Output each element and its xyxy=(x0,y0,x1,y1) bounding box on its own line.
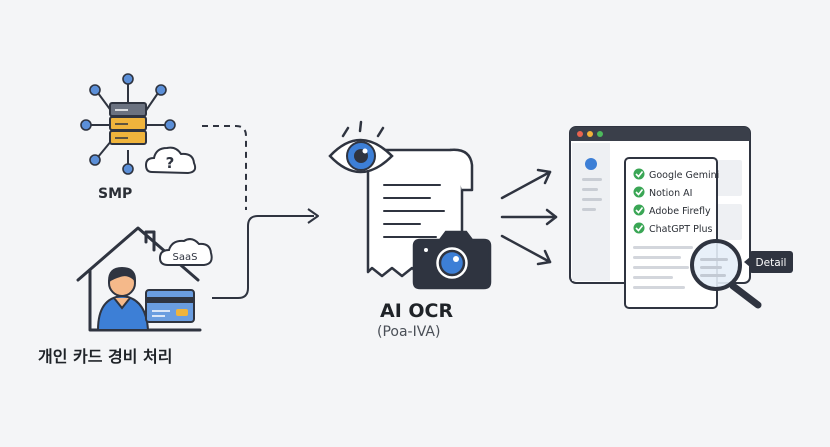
sidebar-avatar xyxy=(585,158,597,170)
ai-ocr-subtitle: (Poa-IVA) xyxy=(377,324,441,340)
cloud-question-mark: ? xyxy=(166,154,175,172)
check-circle-icon xyxy=(633,168,645,180)
credit-card-icon xyxy=(145,289,195,323)
tool-item-adobe-firefly: Adobe Firefly xyxy=(649,206,711,217)
placeholder-lines xyxy=(633,246,693,289)
server-stack-icon xyxy=(109,102,147,145)
question-cloud-icon: ? xyxy=(144,146,197,175)
saas-cloud-icon: SaaS xyxy=(158,238,213,266)
smp-label: SMP xyxy=(98,186,133,202)
ai-ocr-title: AI OCR xyxy=(380,300,454,322)
dashed-connector xyxy=(202,125,247,210)
window-close-dot[interactable] xyxy=(577,131,583,137)
card-expense-label: 개인 카드 경비 처리 xyxy=(38,347,173,366)
arrow-head-center xyxy=(307,208,319,224)
output-arrows xyxy=(500,168,558,266)
solid-connector xyxy=(212,215,314,299)
person-avatar xyxy=(96,266,150,331)
check-circle-icon xyxy=(633,204,645,216)
tool-item-google-gemini: Google Gemini xyxy=(649,170,719,181)
window-maximize-dot[interactable] xyxy=(597,131,603,137)
check-circle-icon xyxy=(633,186,645,198)
network-nodes xyxy=(80,73,176,175)
window-minimize-dot[interactable] xyxy=(587,131,593,137)
check-circle-icon xyxy=(633,222,645,234)
tool-item-notion-ai: Notion AI xyxy=(649,188,692,199)
detail-label: Detail xyxy=(756,257,787,269)
magnifier-icon xyxy=(690,239,762,309)
detail-tag: Detail xyxy=(744,251,793,273)
saas-label: SaaS xyxy=(173,252,198,263)
eye-icon xyxy=(328,120,394,174)
receipt-lines xyxy=(383,184,445,238)
camera-icon xyxy=(412,230,492,290)
tool-item-chatgpt-plus: ChatGPT Plus xyxy=(649,224,713,235)
